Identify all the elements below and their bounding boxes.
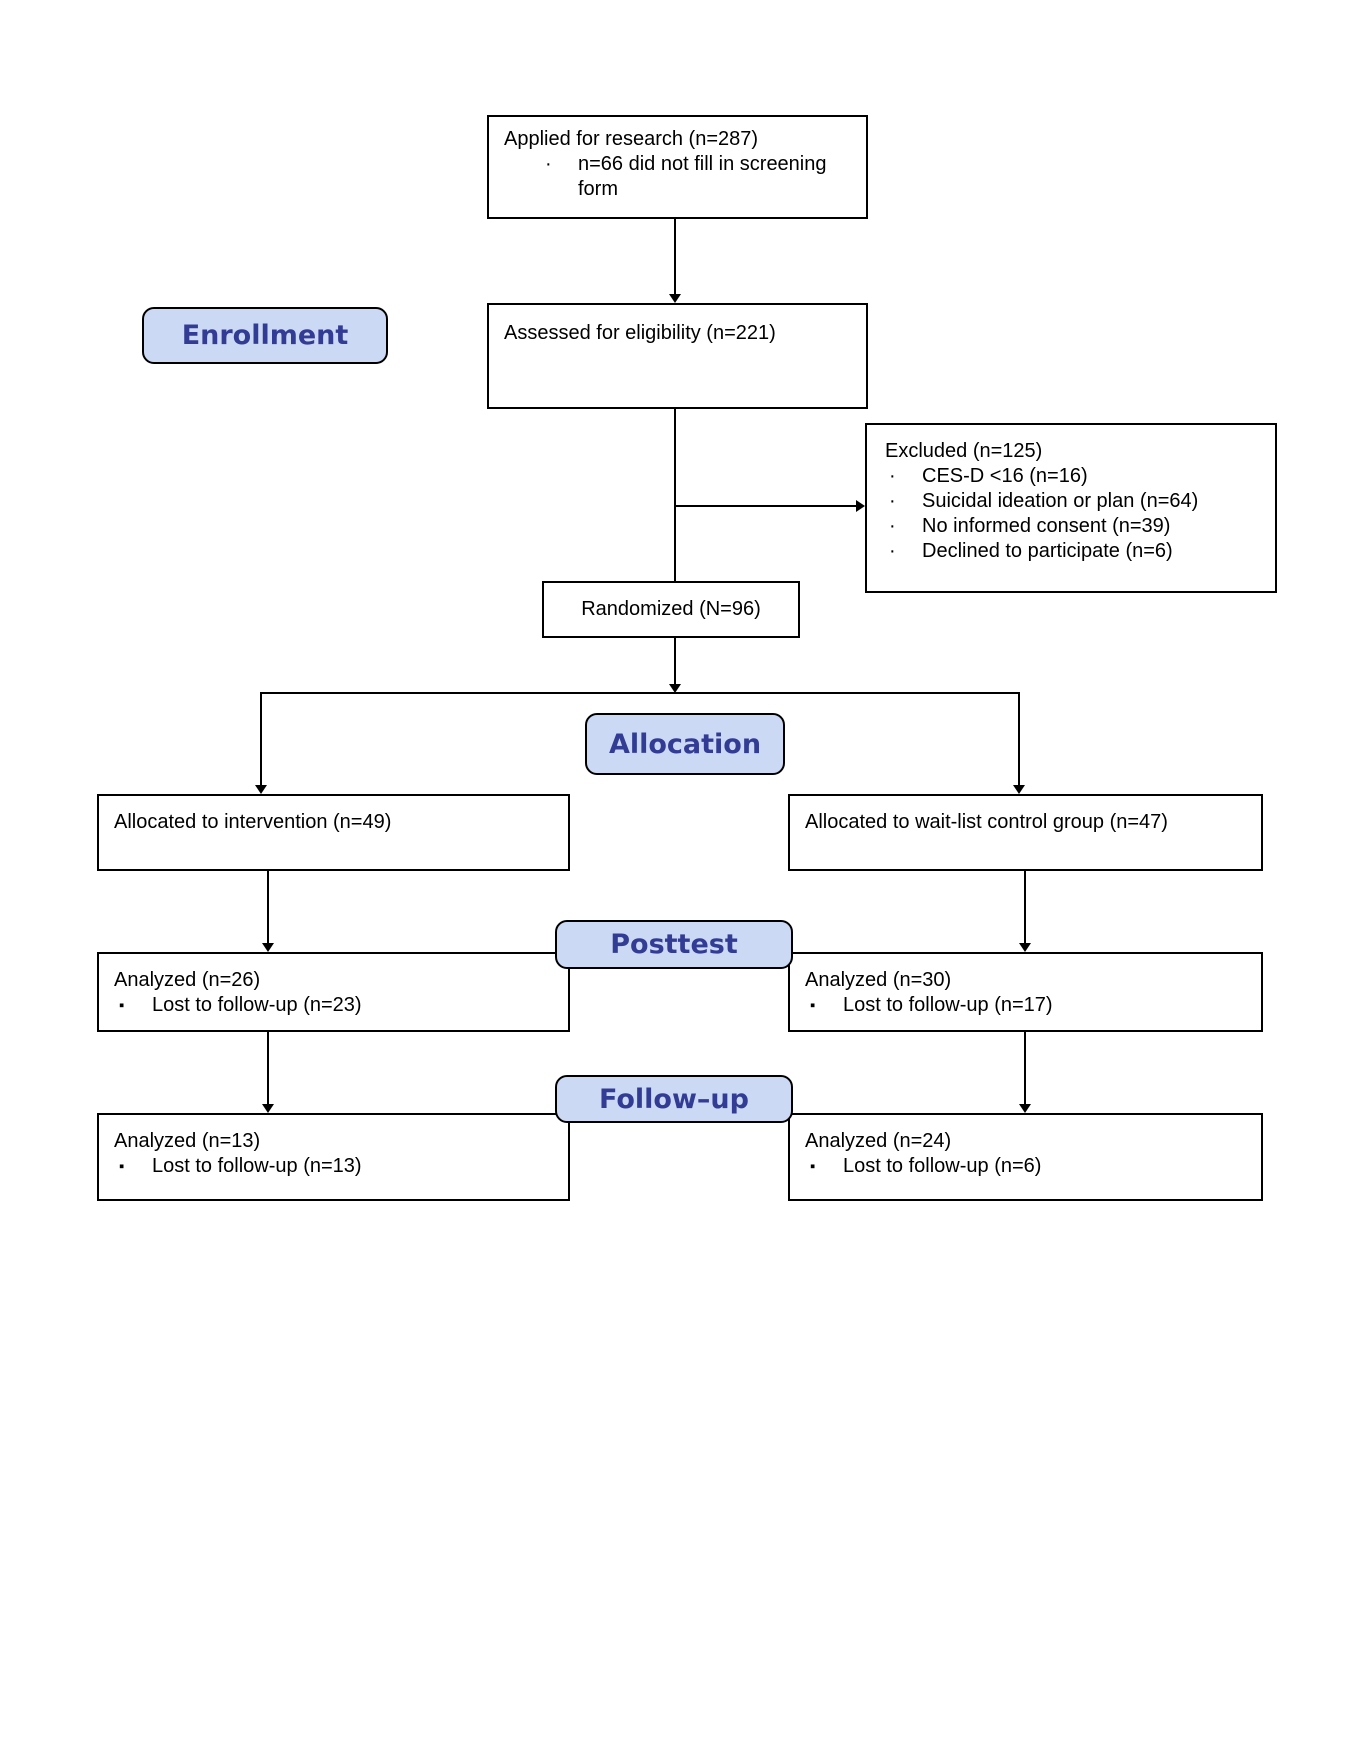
- arrowhead-down: [1019, 943, 1031, 952]
- stage-label-enrollment: Enrollment: [142, 307, 388, 364]
- stage-label-posttest: Posttest: [555, 920, 793, 969]
- posttest-intervention-title: Analyzed (n=26): [114, 969, 261, 991]
- bullet-square-icon: ▪: [810, 1158, 816, 1175]
- connector-assessed-to-randomized: [674, 409, 676, 581]
- arrowhead-down: [669, 684, 681, 693]
- connector-randomized-to-branch: [674, 638, 676, 684]
- bullet-text: Lost to follow-up (n=6): [843, 1155, 1042, 1177]
- connector-control-to-posttest: [1024, 871, 1026, 943]
- branch-line-allocation: [260, 692, 1020, 694]
- arrowhead-down: [669, 294, 681, 303]
- bullet-item: ▪ Lost to follow-up (n=13): [114, 1154, 560, 1179]
- followup-control-box: Analyzed (n=24) ▪ Lost to follow-up (n=6…: [788, 1113, 1263, 1201]
- excluded-box: Excluded (n=125) · CES-D <16 (n=16) · Su…: [865, 423, 1277, 593]
- followup-control-title: Analyzed (n=24): [805, 1130, 952, 1152]
- randomized-box: Randomized (N=96): [542, 581, 800, 638]
- arrowhead-down: [262, 943, 274, 952]
- bullet-item: ▪ Lost to follow-up (n=17): [805, 993, 1253, 1018]
- followup-intervention-box: Analyzed (n=13) ▪ Lost to follow-up (n=1…: [97, 1113, 570, 1201]
- assessed-title: Assessed for eligibility (n=221): [504, 322, 776, 344]
- arrowhead-down: [1019, 1104, 1031, 1113]
- arrowhead-right: [856, 500, 865, 512]
- connector-posttest-to-followup-right: [1024, 1032, 1026, 1104]
- bullet-text: CES-D <16 (n=16): [922, 465, 1088, 487]
- connector-intervention-to-posttest: [267, 871, 269, 943]
- connector-applied-to-assessed: [674, 219, 676, 295]
- followup-intervention-title: Analyzed (n=13): [114, 1130, 261, 1152]
- bullet-item: · No informed consent (n=39): [885, 514, 1267, 539]
- applied-box: Applied for research (n=287) · n=66 did …: [487, 115, 868, 219]
- bullet-square-icon: ▪: [119, 997, 125, 1014]
- posttest-control-title: Analyzed (n=30): [805, 969, 952, 991]
- assessed-box: Assessed for eligibility (n=221): [487, 303, 868, 409]
- bullet-item: · n=66 did not fill in screening form: [504, 152, 858, 202]
- applied-title: Applied for research (n=287): [504, 128, 759, 150]
- allocated-intervention-box: Allocated to intervention (n=49): [97, 794, 570, 871]
- bullet-dot-icon: ·: [889, 540, 896, 562]
- connector-posttest-to-followup-left: [267, 1032, 269, 1104]
- bullet-text: No informed consent (n=39): [922, 515, 1171, 537]
- stage-label-allocation: Allocation: [585, 713, 785, 775]
- bullet-text: Lost to follow-up (n=13): [152, 1155, 362, 1177]
- posttest-control-box: Analyzed (n=30) ▪ Lost to follow-up (n=1…: [788, 952, 1263, 1032]
- arrowhead-down: [1013, 785, 1025, 794]
- stage-label-followup: Follow–up: [555, 1075, 793, 1123]
- bullet-square-icon: ▪: [119, 1158, 125, 1175]
- connector-branch-to-control: [1018, 692, 1020, 785]
- bullet-text: Declined to participate (n=6): [922, 540, 1173, 562]
- connector-to-excluded: [674, 505, 858, 507]
- arrowhead-down: [262, 1104, 274, 1113]
- bullet-dot-icon: ·: [889, 490, 896, 512]
- arrowhead-down: [255, 785, 267, 794]
- connector-branch-to-intervention: [260, 692, 262, 785]
- bullet-text: n=66 did not fill in screening form: [578, 153, 827, 200]
- bullet-item: · CES-D <16 (n=16): [885, 464, 1267, 489]
- bullet-item: · Suicidal ideation or plan (n=64): [885, 489, 1267, 514]
- bullet-dot-icon: ·: [889, 465, 896, 487]
- bullet-text: Lost to follow-up (n=17): [843, 994, 1053, 1016]
- allocated-control-box: Allocated to wait-list control group (n=…: [788, 794, 1263, 871]
- bullet-item: ▪ Lost to follow-up (n=6): [805, 1154, 1253, 1179]
- excluded-title: Excluded (n=125): [885, 440, 1043, 462]
- allocated-control-title: Allocated to wait-list control group (n=…: [805, 811, 1168, 833]
- bullet-dot-icon: ·: [889, 515, 896, 537]
- bullet-item: ▪ Lost to follow-up (n=23): [114, 993, 560, 1018]
- bullet-item: · Declined to participate (n=6): [885, 539, 1267, 564]
- bullet-dot-icon: ·: [545, 153, 552, 175]
- bullet-text: Suicidal ideation or plan (n=64): [922, 490, 1199, 512]
- bullet-text: Lost to follow-up (n=23): [152, 994, 362, 1016]
- randomized-title: Randomized (N=96): [581, 598, 761, 620]
- posttest-intervention-box: Analyzed (n=26) ▪ Lost to follow-up (n=2…: [97, 952, 570, 1032]
- allocated-intervention-title: Allocated to intervention (n=49): [114, 811, 392, 833]
- bullet-square-icon: ▪: [810, 997, 816, 1014]
